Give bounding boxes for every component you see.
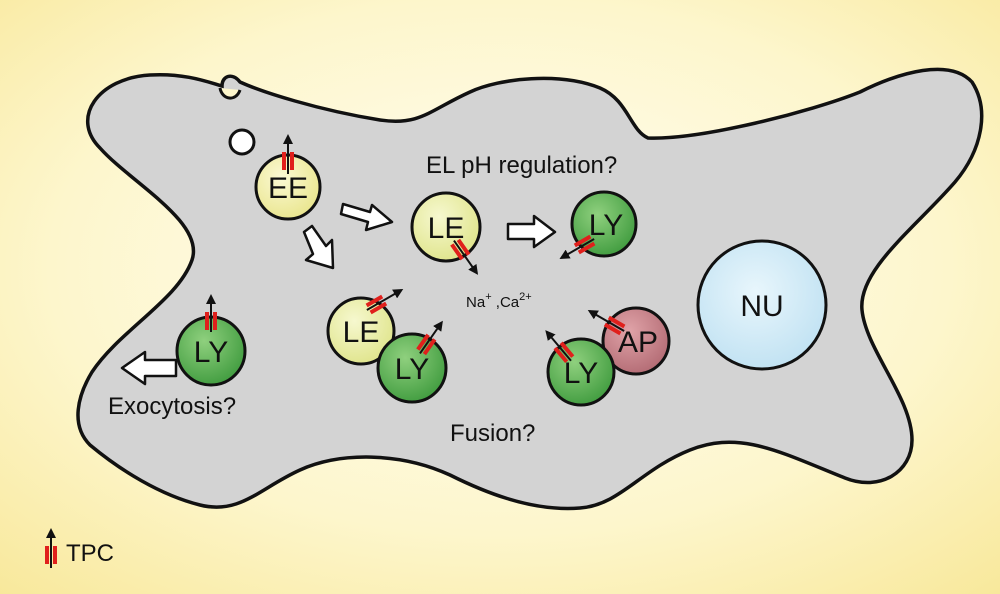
lysosome-ap-label: LY xyxy=(564,357,598,390)
ion-ca-charge: 2+ xyxy=(519,291,532,303)
tpc-channel-le-fusion xyxy=(365,289,404,315)
endocytic-pit xyxy=(218,87,242,100)
ion-separator: , xyxy=(492,294,500,311)
late-endosome-fusion xyxy=(326,296,396,366)
arrow-le-to-ly xyxy=(506,214,557,249)
late-endosome-fusion-label: LE xyxy=(343,316,380,349)
tpc-channel-icon xyxy=(45,528,57,568)
tpc-channel-ly-top xyxy=(559,234,596,259)
tpc-channel-le-top xyxy=(450,238,479,275)
fusion-caption: Fusion? xyxy=(450,420,535,447)
autophagosome-label: AP xyxy=(618,326,658,359)
nucleus xyxy=(696,239,828,371)
arrow-ee-to-le xyxy=(339,202,394,232)
lysosome-ap xyxy=(546,337,616,407)
legend-label: TPC xyxy=(66,540,114,567)
tpc-channel-ly-fusion xyxy=(416,320,443,356)
late-endosome-top-label: LE xyxy=(428,212,465,245)
legend: TPC xyxy=(45,528,114,568)
ion-na: Na xyxy=(466,294,486,311)
arrow-ee-to-fusion xyxy=(302,224,335,270)
early-endosome-label: EE xyxy=(268,172,308,205)
endocytic-vesicle xyxy=(228,128,256,156)
ph-regulation-caption: EL pH regulation? xyxy=(426,152,617,179)
lysosome-fusion-label: LY xyxy=(395,353,429,386)
tpc-channel-ee xyxy=(282,134,294,174)
ion-label: Na+ ,Ca2+ xyxy=(466,291,532,311)
tpc-channel-ly-ap xyxy=(545,330,575,364)
lysosome-left-label: LY xyxy=(194,336,228,369)
lysosome-top-label: LY xyxy=(589,209,623,242)
ion-na-charge: + xyxy=(485,291,491,303)
arrow-exocytosis xyxy=(120,350,178,386)
exocytosis-caption: Exocytosis? xyxy=(108,393,236,420)
tpc-channel-ly-left xyxy=(205,294,217,332)
nucleus-label: NU xyxy=(740,290,783,323)
tpc-channel-ap xyxy=(587,310,626,336)
ion-ca: Ca xyxy=(500,294,520,311)
